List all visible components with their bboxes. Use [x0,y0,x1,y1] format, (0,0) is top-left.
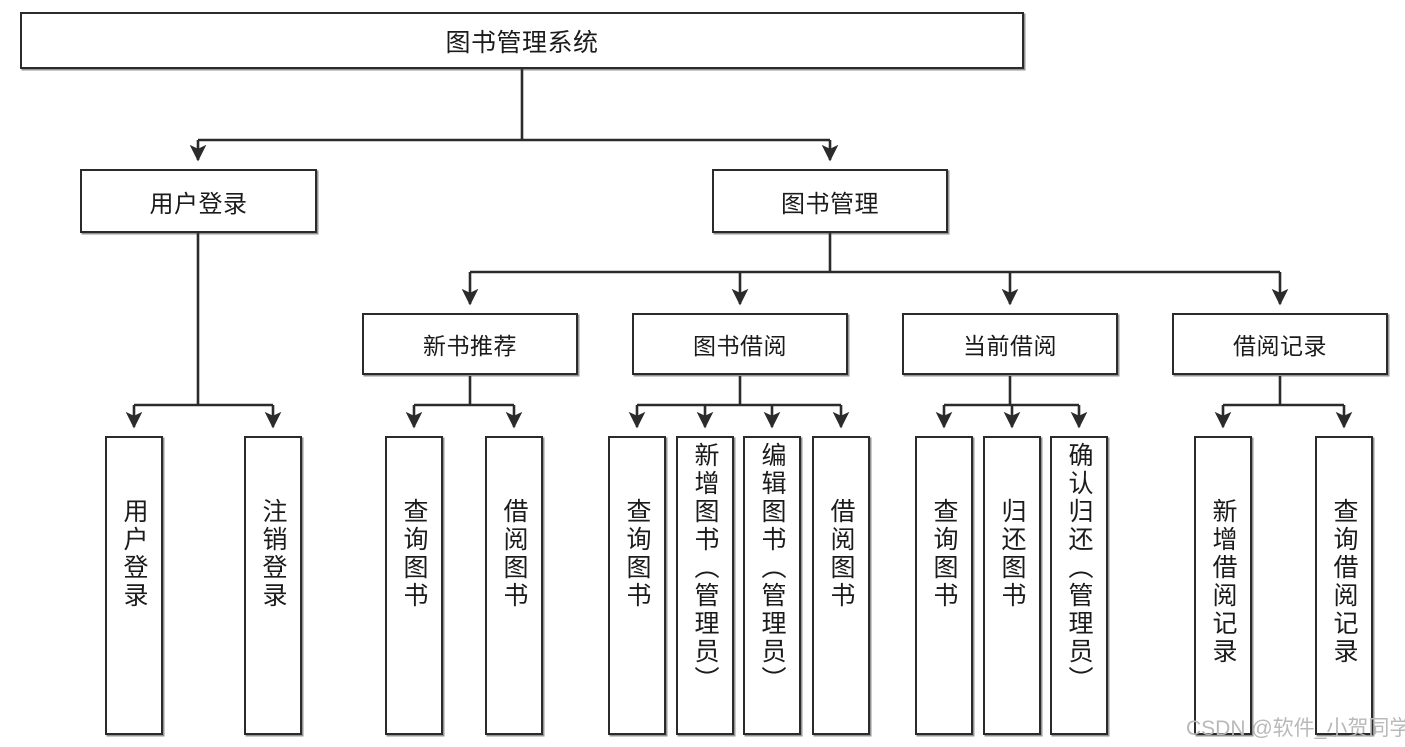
node-label: 借阅图书 [500,498,528,610]
node-label: 图书管理系统 [445,28,599,57]
node-label: 新增借阅记录 [1209,498,1237,666]
leaf-query-borrow-record[interactable]: 查询借阅记录 [1315,436,1373,735]
leaf-query-book-borrow[interactable]: 查询图书 [608,436,666,735]
node-book-borrow[interactable]: 图书借阅 [632,313,848,375]
node-label: 用户登录 [149,190,248,218]
leaf-query-book-recommend[interactable]: 查询图书 [385,436,443,735]
watermark-csdn: CSDN @软件_小贺同学 [1186,717,1405,740]
node-new-book-recommend[interactable]: 新书推荐 [362,313,578,375]
node-label: 图书借阅 [693,333,787,359]
leaf-confirm-return-admin[interactable]: 确认归还（管理员） [1050,436,1108,735]
node-label: 查询图书 [400,498,428,610]
leaf-user-login[interactable]: 用户登录 [105,436,163,735]
node-label: 图书管理 [781,190,879,218]
node-label: 借阅图书 [827,498,855,610]
node-label: 用户登录 [120,498,148,610]
node-borrow-record[interactable]: 借阅记录 [1172,313,1388,375]
leaf-borrow-book[interactable]: 借阅图书 [812,436,870,735]
leaf-return-book[interactable]: 归还图书 [983,436,1041,735]
leaf-logout-login[interactable]: 注销登录 [244,436,302,735]
leaf-borrow-book-recommend[interactable]: 借阅图书 [485,436,543,735]
node-label: 注销登录 [259,498,287,610]
node-label: 新增图书（管理员） [691,442,719,694]
leaf-add-borrow-record[interactable]: 新增借阅记录 [1194,436,1252,735]
node-label: 查询图书 [623,498,651,610]
leaf-query-book-current[interactable]: 查询图书 [915,436,973,735]
node-label: 编辑图书（管理员） [758,442,786,694]
node-current-borrow[interactable]: 当前借阅 [902,313,1118,375]
node-user-login[interactable]: 用户登录 [80,169,317,233]
leaf-add-book-admin[interactable]: 新增图书（管理员） [676,436,734,735]
node-label: 新书推荐 [423,333,517,359]
node-label: 查询借阅记录 [1330,498,1358,666]
node-label: 归还图书 [998,498,1026,610]
leaf-edit-book-admin[interactable]: 编辑图书（管理员） [743,436,801,735]
node-label: 查询图书 [930,498,958,610]
node-root-system[interactable]: 图书管理系统 [20,12,1024,69]
node-label: 确认归还（管理员） [1065,442,1093,694]
node-book-management[interactable]: 图书管理 [712,169,948,233]
node-label: 当前借阅 [963,333,1057,359]
node-label: 借阅记录 [1233,333,1327,359]
